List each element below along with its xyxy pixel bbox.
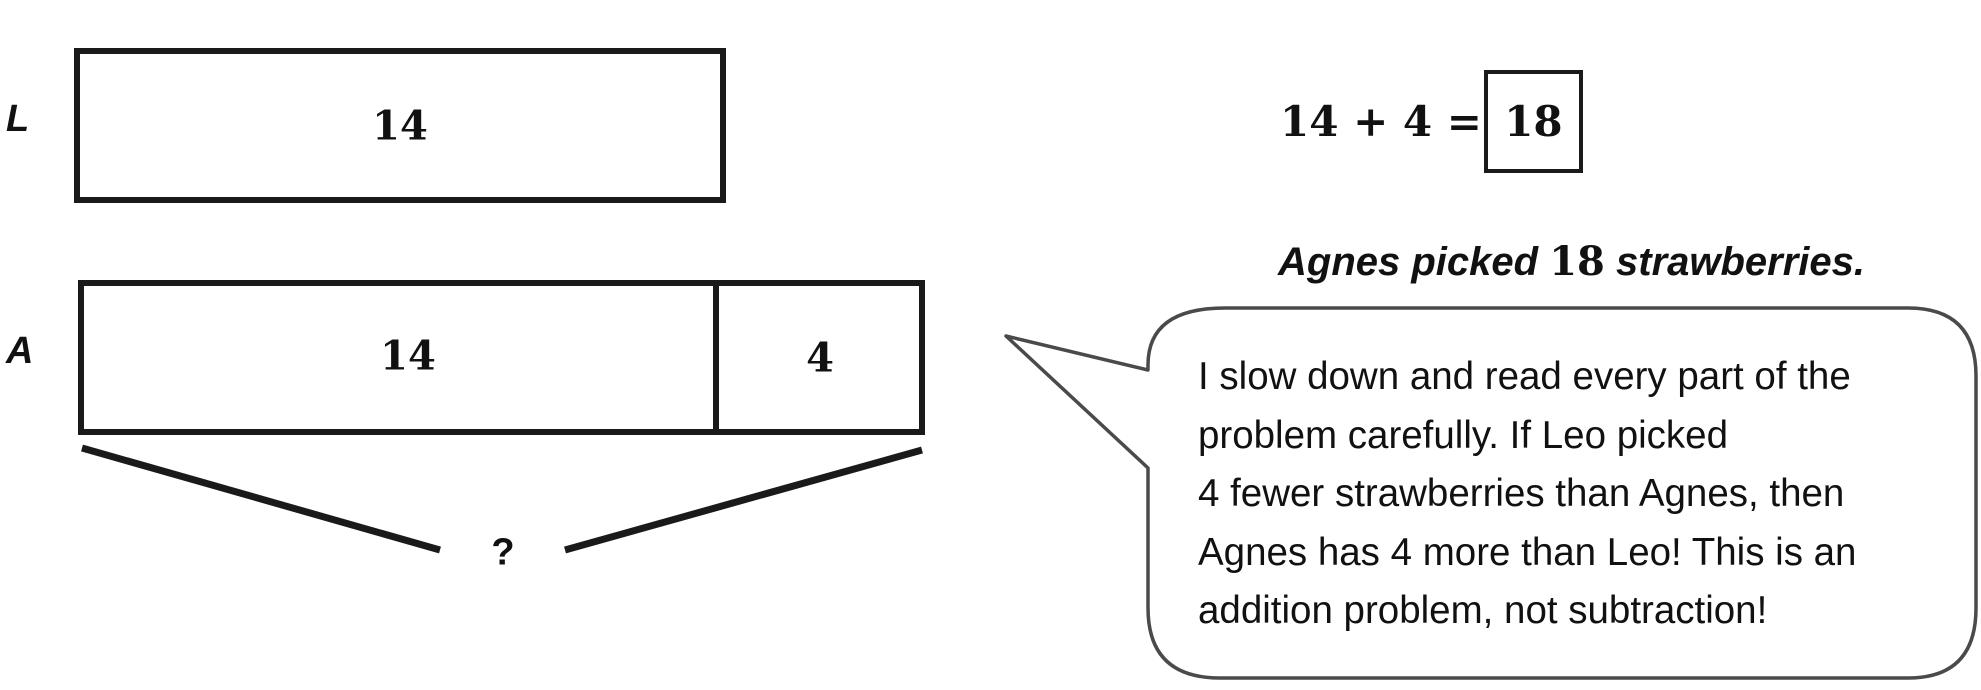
total-brace-left-line [81,444,441,554]
label-agnes: A [6,330,34,372]
tape-agnes [78,280,925,435]
tape-leo [74,48,726,203]
tape-agnes-divider [713,283,719,433]
tape-leo-value: 14 [372,102,428,150]
tape-agnes-part2: 4 [806,334,834,382]
bubble-line: addition problem, not subtraction! [1198,589,1768,632]
bubble-line: 4 fewer strawberries than Agnes, then [1198,472,1845,515]
statement-number: 18 [1549,238,1605,285]
tape-agnes-part1: 14 [380,332,436,380]
speech-bubble [1004,306,1978,680]
unknown-total: ? [491,531,515,574]
bubble-line: Agnes has 4 more than Leo! This is an [1198,530,1857,574]
answer-statement: Agnes picked 18 strawberries. [1278,238,1865,285]
speech-bubble-text: I slow down and read every part of the p… [1198,348,1958,641]
bubble-line: I slow down and read every part of the [1198,355,1851,398]
bubble-line: problem carefully. If Leo picked [1198,413,1728,457]
equation-expression: 14 + 4 = [1280,97,1482,146]
label-leo: L [6,98,30,140]
equation: 14 + 4 = 18 [1280,70,1583,173]
equation-answer-box: 18 [1483,70,1583,173]
statement-prefix: Agnes picked [1278,240,1539,284]
statement-suffix: strawberries. [1616,240,1866,284]
total-brace-right-line [564,446,923,554]
